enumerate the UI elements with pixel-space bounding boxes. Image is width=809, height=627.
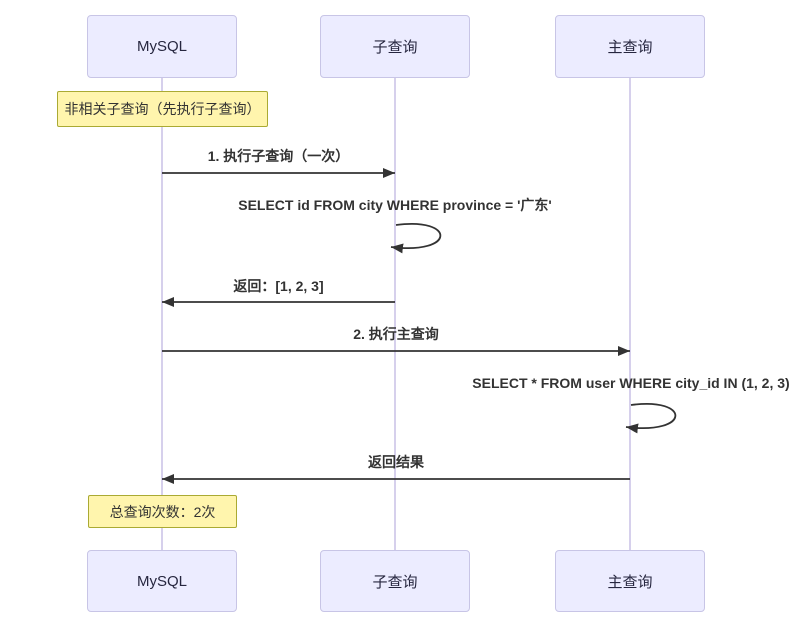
message-label-4: 2. 执行主查询: [353, 326, 439, 342]
note-text: 总查询次数：2次: [109, 503, 216, 520]
participant-label: MySQL: [136, 38, 187, 55]
message-label-5: SELECT * FROM user WHERE city_id IN (1, …: [472, 375, 790, 391]
note-total-query-count: 总查询次数：2次: [88, 495, 237, 528]
message-label-6: 返回结果: [368, 454, 424, 470]
participant-label: 主查询: [607, 573, 653, 591]
participant-label: 主查询: [607, 39, 653, 56]
participant-subquery-top: 子查询: [320, 15, 470, 78]
participant-mainquery-top: 主查询: [555, 15, 705, 78]
self-loop-subquery: [390, 223, 442, 254]
participant-mainquery-bottom: 主查询: [555, 550, 705, 612]
note-noncorrelated-subquery: 非相关子查询（先执行子查询）: [57, 91, 268, 127]
note-text: 非相关子查询（先执行子查询）: [64, 101, 261, 117]
participant-label: MySQL: [136, 572, 187, 590]
message-label-1: 1. 执行子查询（一次）: [207, 148, 350, 164]
message-label-2: SELECT id FROM city WHERE province = '广东…: [238, 197, 552, 213]
message-label-3: 返回：[1, 2, 3]: [233, 278, 324, 294]
participant-label: 子查询: [372, 573, 418, 591]
participant-mysql-bottom: MySQL: [87, 550, 237, 612]
participant-mysql-top: MySQL: [87, 15, 237, 78]
self-loop-mainquery: [625, 403, 677, 434]
participant-label: 子查询: [372, 39, 418, 56]
participant-subquery-bottom: 子查询: [320, 550, 470, 612]
